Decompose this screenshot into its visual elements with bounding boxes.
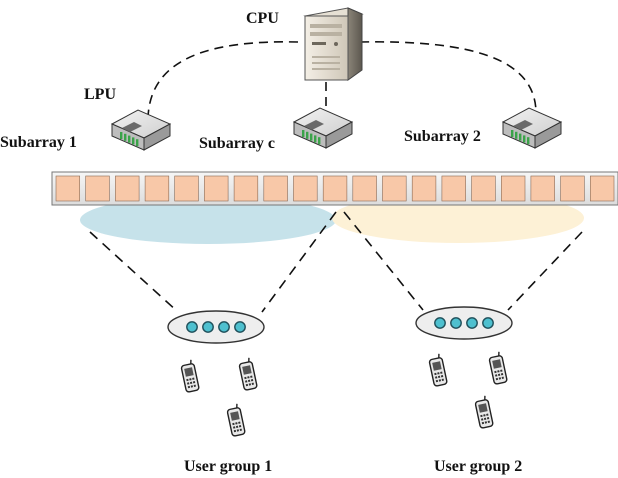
lpu-label: LPU [84, 86, 116, 103]
antenna-element [233, 175, 259, 202]
mobile-phone-icon [474, 395, 494, 429]
antenna-element [560, 175, 585, 202]
lpu-device-icon-1 [110, 109, 172, 151]
mobile-phone-icon [428, 353, 448, 387]
antenna-element [322, 175, 348, 202]
link-cpu-lpu-2 [359, 41, 537, 113]
antenna-element [352, 175, 377, 202]
subarray-1-label: Subarray 1 [0, 134, 77, 151]
antenna-element [115, 175, 140, 202]
user-dot [186, 321, 198, 333]
beam-1 [80, 196, 336, 244]
antenna-element [382, 175, 407, 202]
user-dot [450, 317, 462, 329]
antenna-element [293, 175, 318, 202]
user-dot [482, 317, 494, 329]
antenna-element [55, 175, 81, 202]
mobile-phone-icon [226, 403, 246, 437]
antenna-element [471, 175, 496, 202]
antenna-element [589, 175, 615, 202]
subarray-2-label: Subarray 2 [404, 128, 481, 145]
user-dot [234, 321, 246, 333]
user-dot [218, 321, 230, 333]
antenna-element [500, 175, 526, 202]
mobile-phone-icon [180, 359, 200, 393]
antenna-elements [55, 175, 615, 202]
fronthaul-links [147, 41, 537, 119]
antenna-element [204, 175, 229, 202]
user-dot [466, 317, 478, 329]
user-devices [180, 351, 508, 437]
mobile-phone-icon [238, 357, 258, 391]
user-group-1-label: User group 1 [184, 458, 272, 475]
user-group-2-label: User group 2 [434, 458, 522, 475]
antenna-array [51, 171, 618, 206]
antenna-element [85, 175, 110, 202]
antenna-element [144, 175, 170, 202]
antenna-element [263, 175, 288, 202]
user-dot [202, 321, 214, 333]
cpu-server-icon [303, 7, 364, 81]
user-cluster-1 [167, 310, 265, 344]
lpu-device-icon-c [292, 107, 354, 149]
antenna-element [441, 175, 466, 202]
mobile-phone-icon [488, 351, 508, 385]
beam-cones [89, 211, 583, 313]
subarray-c-label: Subarray c [199, 135, 275, 152]
cpu-label: CPU [246, 10, 279, 27]
antenna-element [174, 175, 199, 202]
antenna-element [411, 175, 437, 202]
antenna-element [530, 175, 555, 202]
user-cluster-2 [415, 306, 513, 340]
user-dot [434, 317, 446, 329]
lpu-device-icon-2 [501, 107, 563, 149]
link-cpu-lpu-1 [147, 41, 299, 119]
